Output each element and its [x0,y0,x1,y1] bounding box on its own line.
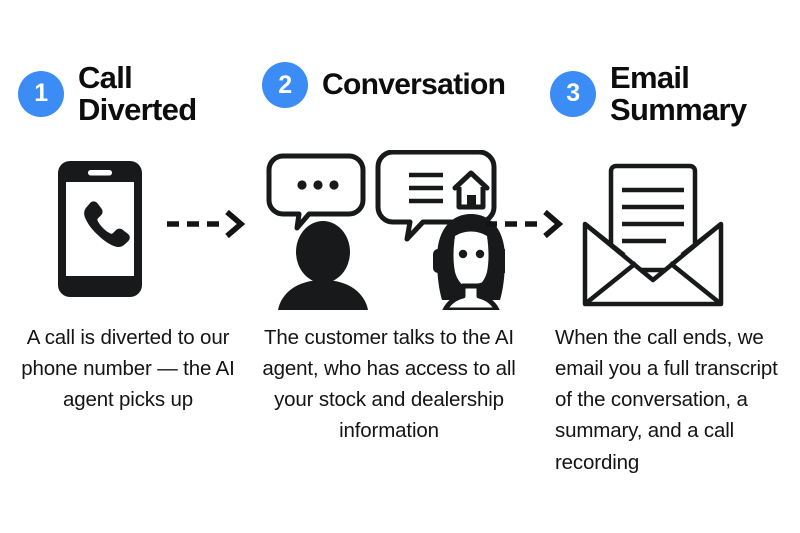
dashed-arrow-1 [165,208,247,240]
dashed-arrow-2 [483,208,565,240]
agent-headset-icon [433,214,505,310]
step-2-description: The customer talks to the AI agent, who … [262,326,516,443]
open-envelope-letter-icon [578,162,728,310]
step-3-description: When the call ends, we email you a full … [555,326,778,474]
step-1-number-badge: 1 [18,70,64,117]
step-1-description: A call is diverted to our phone number —… [21,326,235,412]
chat-bubble-dots-icon [266,153,366,231]
step-2-icon-area [255,150,525,310]
customer-and-agent-icon [265,150,505,310]
step-3-heading: 3 Email Summary [550,60,747,127]
customer-silhouette-icon [278,221,368,310]
step-1-heading: 1 Call Diverted [18,60,197,127]
step-2-title: Conversation [322,67,506,101]
step-2-heading: 2 Conversation [262,62,506,108]
step-3-title: Email Summary [610,60,747,127]
step-1-title: Call Diverted [78,60,197,127]
step-2-number-badge: 2 [262,62,308,108]
house-icon [452,170,490,210]
step-column-3: 3 Email Summary [540,0,800,533]
step-column-2: 2 Conversation [255,0,525,533]
step-column-1: 1 Call Diverted A call is diverted to ou… [0,0,255,533]
step-3-number-badge: 3 [550,70,596,117]
step-1-icon-area [0,150,255,310]
step-3-icon-area [540,150,800,310]
smartphone-call-icon [57,160,143,298]
